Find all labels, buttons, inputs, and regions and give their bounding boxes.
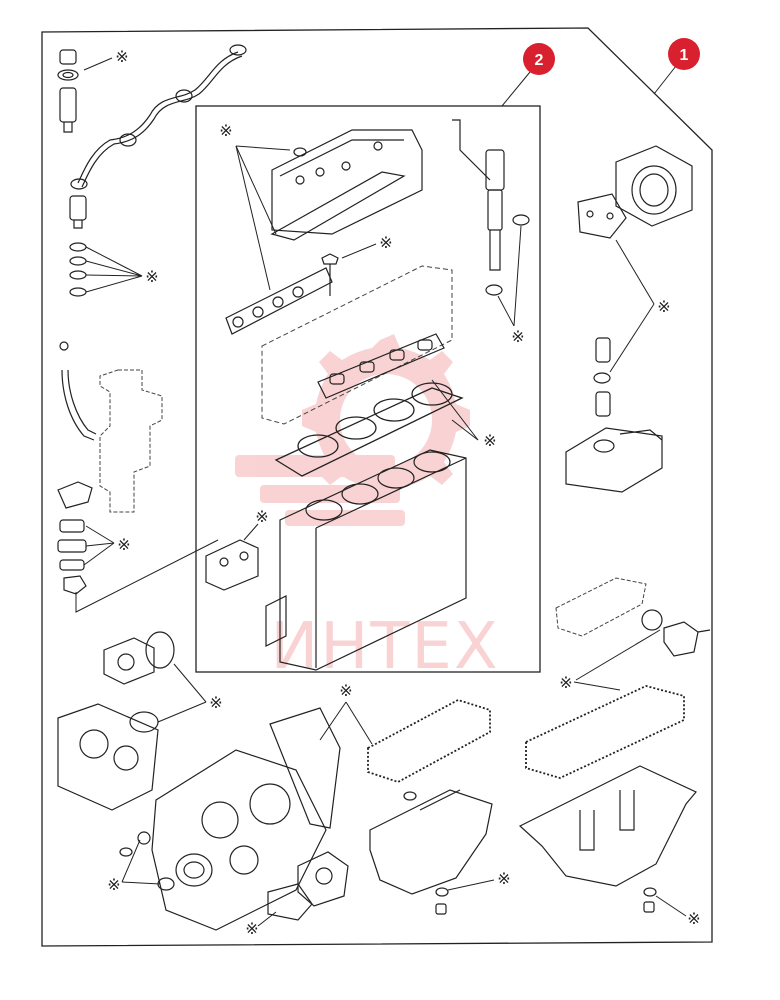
glow-plug-leader <box>341 243 377 259</box>
block-side-gasket <box>205 539 259 591</box>
oil-pan-gasket-center <box>367 699 491 783</box>
asterisk-mark: ※ <box>559 675 572 692</box>
callout-2-label: 2 <box>535 52 544 69</box>
injection-pipe-assembly <box>57 44 247 441</box>
thermostat-leader-line <box>75 539 219 613</box>
intech-watermark-logo <box>235 334 470 526</box>
asterisk-mark: ※ <box>219 123 232 140</box>
callout-1-leader <box>653 65 677 95</box>
drain-plug-center-leader <box>447 879 495 891</box>
oil-pan-gasket-right <box>525 685 685 779</box>
asterisk-mark: ※ <box>339 683 352 700</box>
glow-plug <box>321 253 339 296</box>
asterisk-leaders-head-cover <box>235 145 291 291</box>
gear-case-cover <box>57 703 159 811</box>
callout-1-label: 1 <box>680 47 689 64</box>
asterisk-leaders-oil-cooler <box>609 239 655 373</box>
asterisk-mark: ※ <box>245 921 258 938</box>
asterisk-mark: ※ <box>209 695 222 712</box>
water-outlet-leader <box>257 911 277 927</box>
oil-pan-gasket-leader <box>573 681 621 691</box>
block-gasket-leader <box>243 523 259 541</box>
asterisk-leaders-oil-pan-center <box>319 701 373 745</box>
thermostat-housing-left <box>57 481 93 595</box>
asterisk-mark: ※ <box>687 911 700 928</box>
kit-boundary-inner <box>195 105 541 673</box>
asterisk-mark: ※ <box>511 329 524 346</box>
asterisk-leaders-front-seal <box>121 839 161 885</box>
exhaust-manifold-gasket <box>317 333 445 399</box>
oil-cooler-gasket <box>577 193 627 239</box>
asterisk-leaders-washers <box>85 246 143 293</box>
thermostat-right-leader <box>575 629 661 681</box>
asterisk-leaders-injector <box>497 225 522 327</box>
water-pump <box>103 631 175 685</box>
fuel-injector <box>452 119 530 296</box>
front-seal <box>119 831 213 891</box>
asterisk-mark: ※ <box>255 509 268 526</box>
injection-pump-outline <box>99 369 163 513</box>
drain-plug-right-leader <box>655 895 687 917</box>
intake-manifold-gasket <box>225 267 333 335</box>
callout-1: 1 <box>668 38 700 70</box>
cylinder-block <box>265 449 467 671</box>
thermostat-housing-right <box>641 609 711 657</box>
cylinder-head-outline <box>261 265 453 425</box>
head-cover-gasket <box>270 171 406 241</box>
drain-plug-right <box>643 887 657 913</box>
cylinder-head-cover <box>271 129 423 235</box>
drain-plug-center <box>435 887 449 915</box>
asterisk-leaders-head-gasket <box>431 379 479 441</box>
callout-2: 2 <box>523 43 555 75</box>
watermark-text: ИНТЕХ <box>270 610 499 684</box>
asterisk-mark: ※ <box>657 299 670 316</box>
oil-filter-bracket <box>565 337 663 493</box>
asterisk-mark: ※ <box>483 433 496 450</box>
cylinder-head-gasket <box>274 382 464 477</box>
asterisk-nozzle-washer <box>83 57 113 71</box>
asterisk-mark: ※ <box>107 877 120 894</box>
exhaust-manifold-right <box>555 577 647 637</box>
asterisk-mark: ※ <box>497 871 510 888</box>
oil-pan-center <box>369 789 493 895</box>
kit-boundary-outer <box>41 27 713 947</box>
asterisk-mark: ※ <box>145 269 158 286</box>
water-outlet-gasket <box>267 851 349 921</box>
asterisk-leaders-thermostat <box>83 525 115 566</box>
asterisk-mark: ※ <box>115 49 128 66</box>
asterisk-leaders-water-pump <box>157 663 207 723</box>
asterisk-mark: ※ <box>117 537 130 554</box>
callout-2-leader <box>501 71 531 107</box>
asterisk-mark: ※ <box>379 235 392 252</box>
oil-pan-right <box>518 765 697 887</box>
timing-gear-case <box>151 707 341 931</box>
flywheel-housing-plate <box>615 145 693 227</box>
